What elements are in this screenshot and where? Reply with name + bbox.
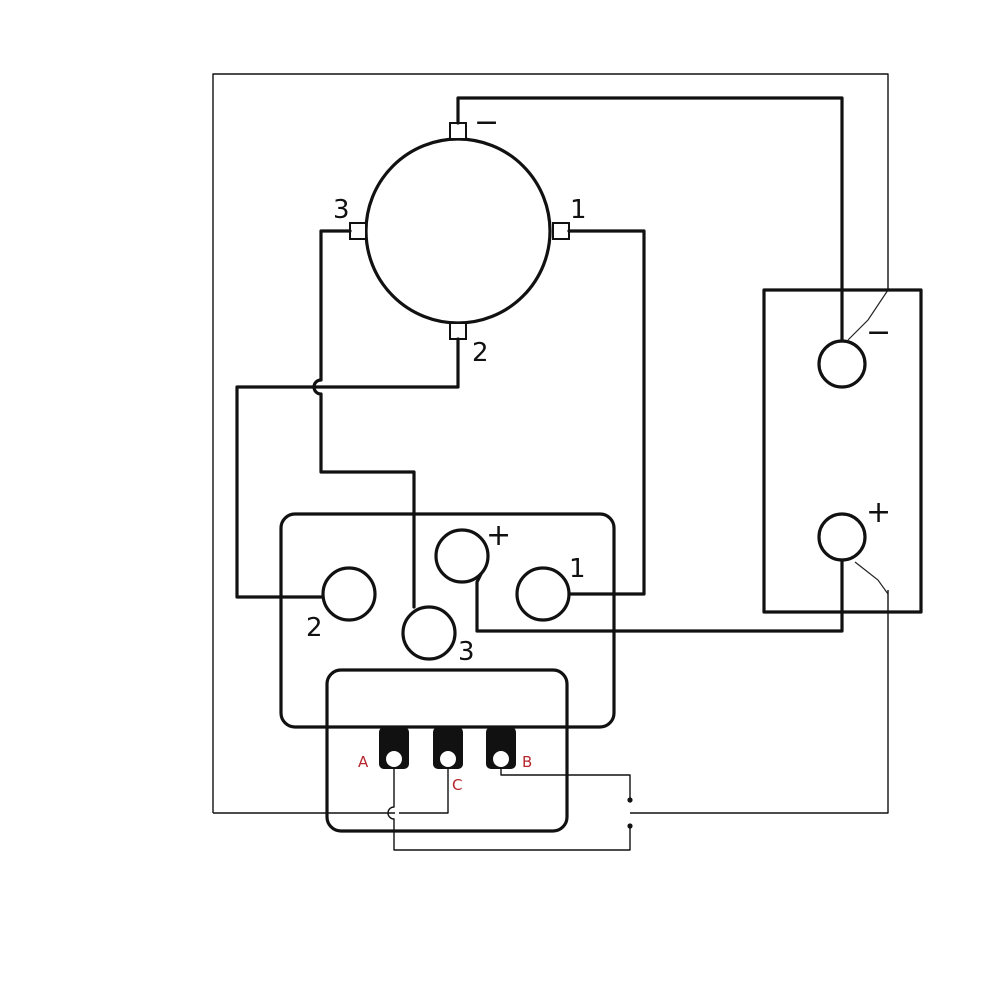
solenoid-pos-label: +	[486, 518, 511, 553]
control-wire-terminal-a	[387, 767, 631, 851]
motor-terminal-2-label: 2	[472, 338, 489, 368]
motor-terminal-2-tab	[449, 322, 467, 340]
motor-terminal-1-tab	[552, 222, 570, 240]
solenoid-post-3-label: 3	[458, 637, 475, 667]
battery-neg-post	[817, 339, 867, 389]
motor-terminal-1-label: 1	[570, 195, 587, 225]
battery-neg-diagonal	[847, 289, 889, 341]
terminal-b-hole	[493, 751, 509, 767]
switch-contact-bottom	[627, 823, 633, 829]
wire-motor-3-to-solenoid-3	[312, 229, 416, 609]
solenoid-post-2-label: 2	[306, 613, 323, 643]
battery-neg-label: −	[866, 315, 891, 350]
switch-contact-top	[627, 797, 633, 803]
terminal-b-label: B	[522, 753, 532, 771]
outer-control-wire	[212, 73, 889, 813]
terminal-a-hole	[386, 751, 402, 767]
motor-terminal-3-label: 3	[333, 195, 350, 225]
control-wire-terminal-c	[399, 767, 449, 814]
solenoid-post-1-label: 1	[569, 554, 586, 584]
terminal-c-hole	[440, 751, 456, 767]
terminal-c-label: C	[452, 776, 462, 794]
wire-solenoid-pos-to-battery-pos	[475, 558, 844, 633]
control-wire-terminal-b	[500, 767, 631, 800]
battery-pos-diagonal	[854, 561, 889, 595]
solenoid-post-2	[321, 566, 377, 622]
motor-terminal-3-tab	[349, 222, 367, 240]
motor-body	[364, 137, 552, 325]
switch-block	[325, 668, 569, 833]
solenoid-post-1	[515, 566, 571, 622]
battery-pos-post	[817, 512, 867, 562]
battery-pos-label: +	[866, 495, 891, 530]
solenoid-post-3	[401, 605, 457, 661]
wire-motor-1-to-solenoid-1	[567, 229, 646, 596]
solenoid-post-pos	[434, 528, 490, 584]
control-wire-right	[630, 590, 889, 814]
wire-motor-neg-to-battery-neg	[456, 96, 844, 343]
motor-terminal-neg-tab	[449, 122, 467, 140]
wire-motor-2-to-solenoid-2	[235, 337, 460, 599]
terminal-a-label: A	[358, 753, 369, 771]
motor-neg-label: −	[474, 105, 499, 140]
